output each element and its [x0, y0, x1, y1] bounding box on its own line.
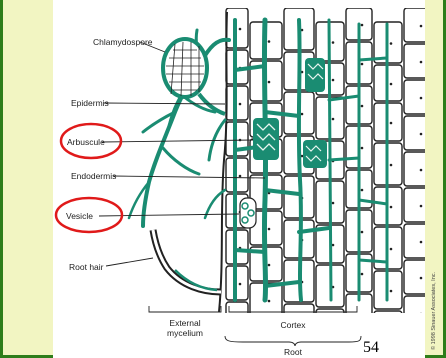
cell-nucleus	[420, 25, 423, 28]
root-cell	[404, 44, 432, 78]
cell-nucleus	[390, 206, 393, 209]
root-cell	[316, 309, 344, 347]
cell-nucleus	[390, 42, 393, 45]
label-mycelium: mycelium	[167, 328, 203, 338]
cell-nucleus	[239, 283, 242, 286]
cell-nucleus	[390, 332, 393, 335]
label-arbuscule: Arbuscule	[67, 137, 105, 147]
label-endodermis: Endodermis	[71, 171, 116, 181]
cell-nucleus	[332, 328, 335, 331]
cell-nucleus	[301, 113, 304, 116]
cell-nucleus	[361, 231, 364, 234]
cell-nucleus	[420, 133, 423, 136]
copyright-notice: © 1998 Sinauer Associates, Inc.	[430, 271, 437, 350]
root-cell	[404, 152, 432, 186]
root-cell	[404, 80, 432, 114]
cell-nucleus	[420, 205, 423, 208]
cell-nucleus	[390, 164, 393, 167]
cell-nucleus	[361, 147, 364, 150]
cell-nucleus	[420, 313, 423, 316]
cell-nucleus	[361, 315, 364, 318]
cell-nucleus	[390, 290, 393, 293]
root-cell	[404, 116, 432, 150]
root-cell	[404, 188, 432, 222]
cell-nucleus	[239, 28, 242, 31]
cell-nucleus	[390, 83, 393, 86]
cell-nucleus	[239, 319, 242, 322]
root-cell	[404, 260, 432, 294]
cell-nucleus	[332, 41, 335, 44]
root-cell	[404, 224, 432, 258]
cell-nucleus	[239, 103, 242, 106]
cell-nucleus	[332, 79, 335, 82]
root-cell	[404, 296, 432, 330]
label-root: Root	[284, 347, 303, 357]
label-root-hair: Root hair	[69, 262, 104, 272]
cell-nucleus	[332, 118, 335, 121]
cell-nucleus	[361, 273, 364, 276]
root-cell	[404, 8, 432, 42]
cell-nucleus	[390, 248, 393, 251]
cell-nucleus	[420, 169, 423, 172]
cell-nucleus	[361, 105, 364, 108]
cell-nucleus	[420, 241, 423, 244]
label-chlamydospore: Chlamydospore	[93, 37, 153, 47]
vesicle-structure	[240, 198, 256, 228]
mycorrhiza-diagram: Chlamydospore Epidermis Arbuscule Endode…	[3, 0, 446, 358]
cell-nucleus	[361, 63, 364, 66]
label-external: External	[169, 318, 200, 328]
label-vesicle: Vesicle	[66, 211, 93, 221]
cell-nucleus	[361, 189, 364, 192]
label-cortex: Cortex	[280, 320, 306, 330]
page-number: 54	[363, 339, 379, 356]
cell-nucleus	[268, 228, 271, 231]
cell-nucleus	[420, 277, 423, 280]
cell-nucleus	[239, 175, 242, 178]
cell-nucleus	[332, 202, 335, 205]
cell-nucleus	[268, 40, 271, 43]
cell-nucleus	[268, 300, 271, 303]
cell-nucleus	[268, 81, 271, 84]
label-epidermis: Epidermis	[71, 98, 109, 108]
cell-nucleus	[361, 24, 364, 27]
cell-nucleus	[390, 122, 393, 125]
cell-nucleus	[268, 264, 271, 267]
cell-nucleus	[420, 97, 423, 100]
cell-nucleus	[420, 61, 423, 64]
